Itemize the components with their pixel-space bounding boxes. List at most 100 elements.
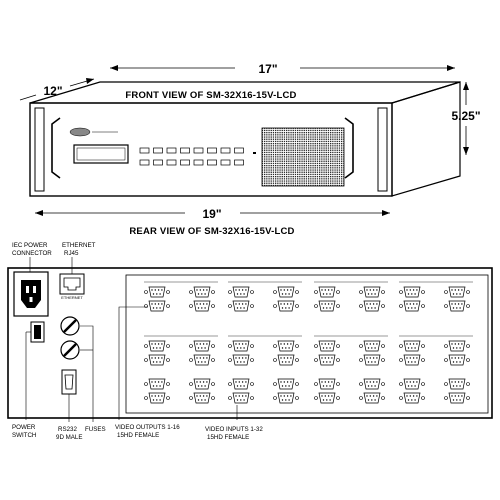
vga-connector	[189, 378, 215, 390]
vga-connector	[444, 300, 470, 312]
vga-connector	[444, 392, 470, 404]
front-button	[220, 159, 231, 166]
front-button	[193, 159, 204, 166]
vga-connector	[273, 378, 299, 390]
front-button-grid	[139, 147, 256, 166]
lcd-display	[73, 144, 129, 164]
dimension-width-label: 17"	[258, 62, 277, 76]
dimension-depth: 12"	[19, 78, 95, 101]
svg-text:FUSES: FUSES	[85, 426, 106, 433]
front-button	[180, 159, 190, 166]
vga-connector	[273, 354, 299, 366]
fuse-holders	[60, 316, 80, 360]
vga-connector	[228, 340, 254, 352]
power-switch-label: POWER SWITCH	[12, 331, 36, 439]
vga-connector	[144, 340, 170, 352]
dimension-width: 17"	[110, 62, 455, 76]
front-button	[207, 147, 217, 154]
iec-power-connector	[13, 271, 49, 317]
vga-connector	[144, 286, 170, 298]
vent-grille	[261, 127, 345, 187]
vga-connector	[444, 354, 470, 366]
svg-text:15HD FEMALE: 15HD FEMALE	[117, 432, 159, 439]
vga-connector	[314, 300, 340, 312]
vga-connector	[273, 392, 299, 404]
video-inputs-label: VIDEO INPUTS 1-32 15HD FEMALE	[205, 405, 263, 441]
svg-text:RS232: RS232	[58, 426, 77, 433]
front-button	[166, 159, 177, 166]
svg-text:RJ45: RJ45	[64, 250, 79, 257]
front-button	[234, 147, 244, 154]
vga-connector	[189, 354, 215, 366]
svg-text:VIDEO OUTPUTS 1-16: VIDEO OUTPUTS 1-16	[115, 424, 180, 431]
svg-text:9D MALE: 9D MALE	[56, 434, 82, 441]
vga-connector	[273, 286, 299, 298]
brand-logo	[69, 127, 91, 137]
vga-connector	[399, 340, 425, 352]
vga-connector	[444, 378, 470, 390]
vga-connector	[228, 354, 254, 366]
power-switch	[30, 321, 45, 343]
vga-connector	[273, 300, 299, 312]
vga-connector	[359, 354, 385, 366]
front-button	[193, 147, 204, 154]
ethernet-port: ETHERNET	[59, 273, 85, 300]
vga-connector	[359, 300, 385, 312]
rear-view-title: REAR VIEW OF SM-32X16-15V-LCD	[129, 226, 294, 237]
vga-connector	[189, 286, 215, 298]
vga-connector	[228, 300, 254, 312]
iec-power-label: IEC POWER CONNECTOR	[12, 242, 52, 272]
vga-connector	[228, 392, 254, 404]
vga-connector	[228, 378, 254, 390]
front-button	[166, 147, 177, 154]
front-button	[139, 147, 150, 154]
video-outputs-label: VIDEO OUTPUTS 1-16 15HD FEMALE	[115, 306, 180, 439]
front-button	[234, 159, 244, 166]
svg-text:SWITCH: SWITCH	[12, 432, 36, 439]
vga-connector	[314, 392, 340, 404]
vga-connector	[359, 340, 385, 352]
front-button	[153, 159, 163, 166]
ethernet-label: ETHERNET RJ45	[62, 242, 96, 274]
svg-text:IEC POWER: IEC POWER	[12, 242, 48, 249]
rear-chassis: ETHERNET	[7, 267, 493, 419]
vga-connector	[144, 378, 170, 390]
vga-connector	[314, 378, 340, 390]
svg-text:15HD FEMALE: 15HD FEMALE	[207, 434, 249, 441]
dimension-height-label: 5.25"	[451, 109, 480, 123]
front-indicator	[253, 152, 256, 154]
vga-connector	[444, 340, 470, 352]
vga-connector	[228, 286, 254, 298]
front-view-title: FRONT VIEW OF SM-32X16-15V-LCD	[125, 90, 296, 101]
vga-connector	[399, 300, 425, 312]
vga-connector	[314, 286, 340, 298]
vga-connector	[144, 300, 170, 312]
vga-connector	[399, 392, 425, 404]
rs232-label: RS232 9D MALE	[56, 394, 82, 441]
vga-connector	[273, 340, 299, 352]
vga-connector	[399, 378, 425, 390]
vga-connector	[359, 392, 385, 404]
dimension-height: 5.25"	[451, 82, 481, 155]
vga-connector-grid	[144, 281, 473, 404]
vga-connector	[314, 354, 340, 366]
dimension-rack-width-label: 19"	[202, 207, 221, 221]
svg-text:ETHERNET: ETHERNET	[62, 242, 96, 249]
vga-connector	[144, 354, 170, 366]
vga-connector	[444, 286, 470, 298]
dimension-depth-label: 12"	[43, 84, 62, 98]
vga-connector	[399, 354, 425, 366]
fuses-label: FUSES	[80, 325, 106, 433]
front-button	[153, 147, 163, 154]
front-button	[220, 147, 231, 154]
svg-text:VIDEO INPUTS 1-32: VIDEO INPUTS 1-32	[205, 426, 263, 433]
vga-connector	[399, 286, 425, 298]
vga-connector	[359, 378, 385, 390]
vga-connector	[189, 392, 215, 404]
front-chassis	[29, 81, 461, 197]
dimension-rack-width: 19"	[35, 207, 390, 221]
ethernet-port-label: ETHERNET	[61, 295, 83, 300]
vga-connector	[359, 286, 385, 298]
vga-connector	[144, 392, 170, 404]
